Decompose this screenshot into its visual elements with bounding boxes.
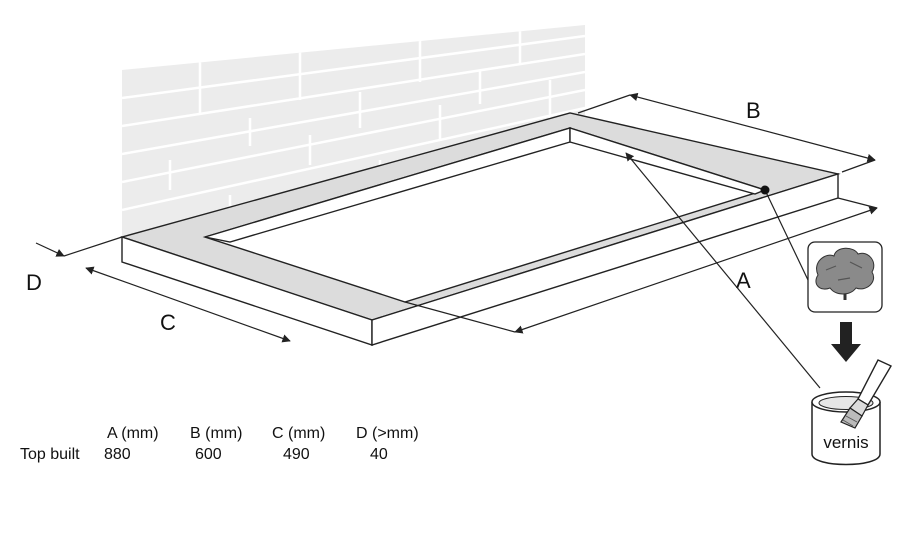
brush-icon bbox=[840, 359, 892, 429]
table-value-c: 490 bbox=[283, 446, 310, 463]
dimension-b bbox=[577, 92, 876, 173]
down-arrow-icon bbox=[831, 322, 861, 362]
table-value-d: 40 bbox=[370, 446, 388, 463]
dimensions-table: A (mm) B (mm) C (mm) D (>mm) Top built 8… bbox=[20, 425, 419, 463]
can-label: vernis bbox=[823, 433, 868, 452]
dimension-a bbox=[404, 197, 878, 334]
table-header-b: B (mm) bbox=[190, 425, 242, 442]
dimension-d bbox=[35, 236, 123, 257]
table-value-b: 600 bbox=[195, 446, 222, 463]
label-c: C bbox=[160, 310, 176, 335]
table-header-d: D (>mm) bbox=[356, 425, 419, 442]
label-b: B bbox=[746, 98, 761, 123]
table-value-a: 880 bbox=[104, 446, 131, 463]
table-row-label: Top built bbox=[20, 446, 80, 463]
dimension-c bbox=[85, 266, 291, 343]
table-header-a: A (mm) bbox=[107, 425, 159, 442]
brick-wall-icon bbox=[122, 25, 585, 243]
label-a: A bbox=[736, 268, 751, 293]
tree-icon bbox=[807, 241, 883, 313]
point-marker bbox=[760, 185, 770, 195]
label-d: D bbox=[26, 270, 42, 295]
table-header-c: C (mm) bbox=[272, 425, 325, 442]
leader-lines bbox=[625, 152, 821, 389]
